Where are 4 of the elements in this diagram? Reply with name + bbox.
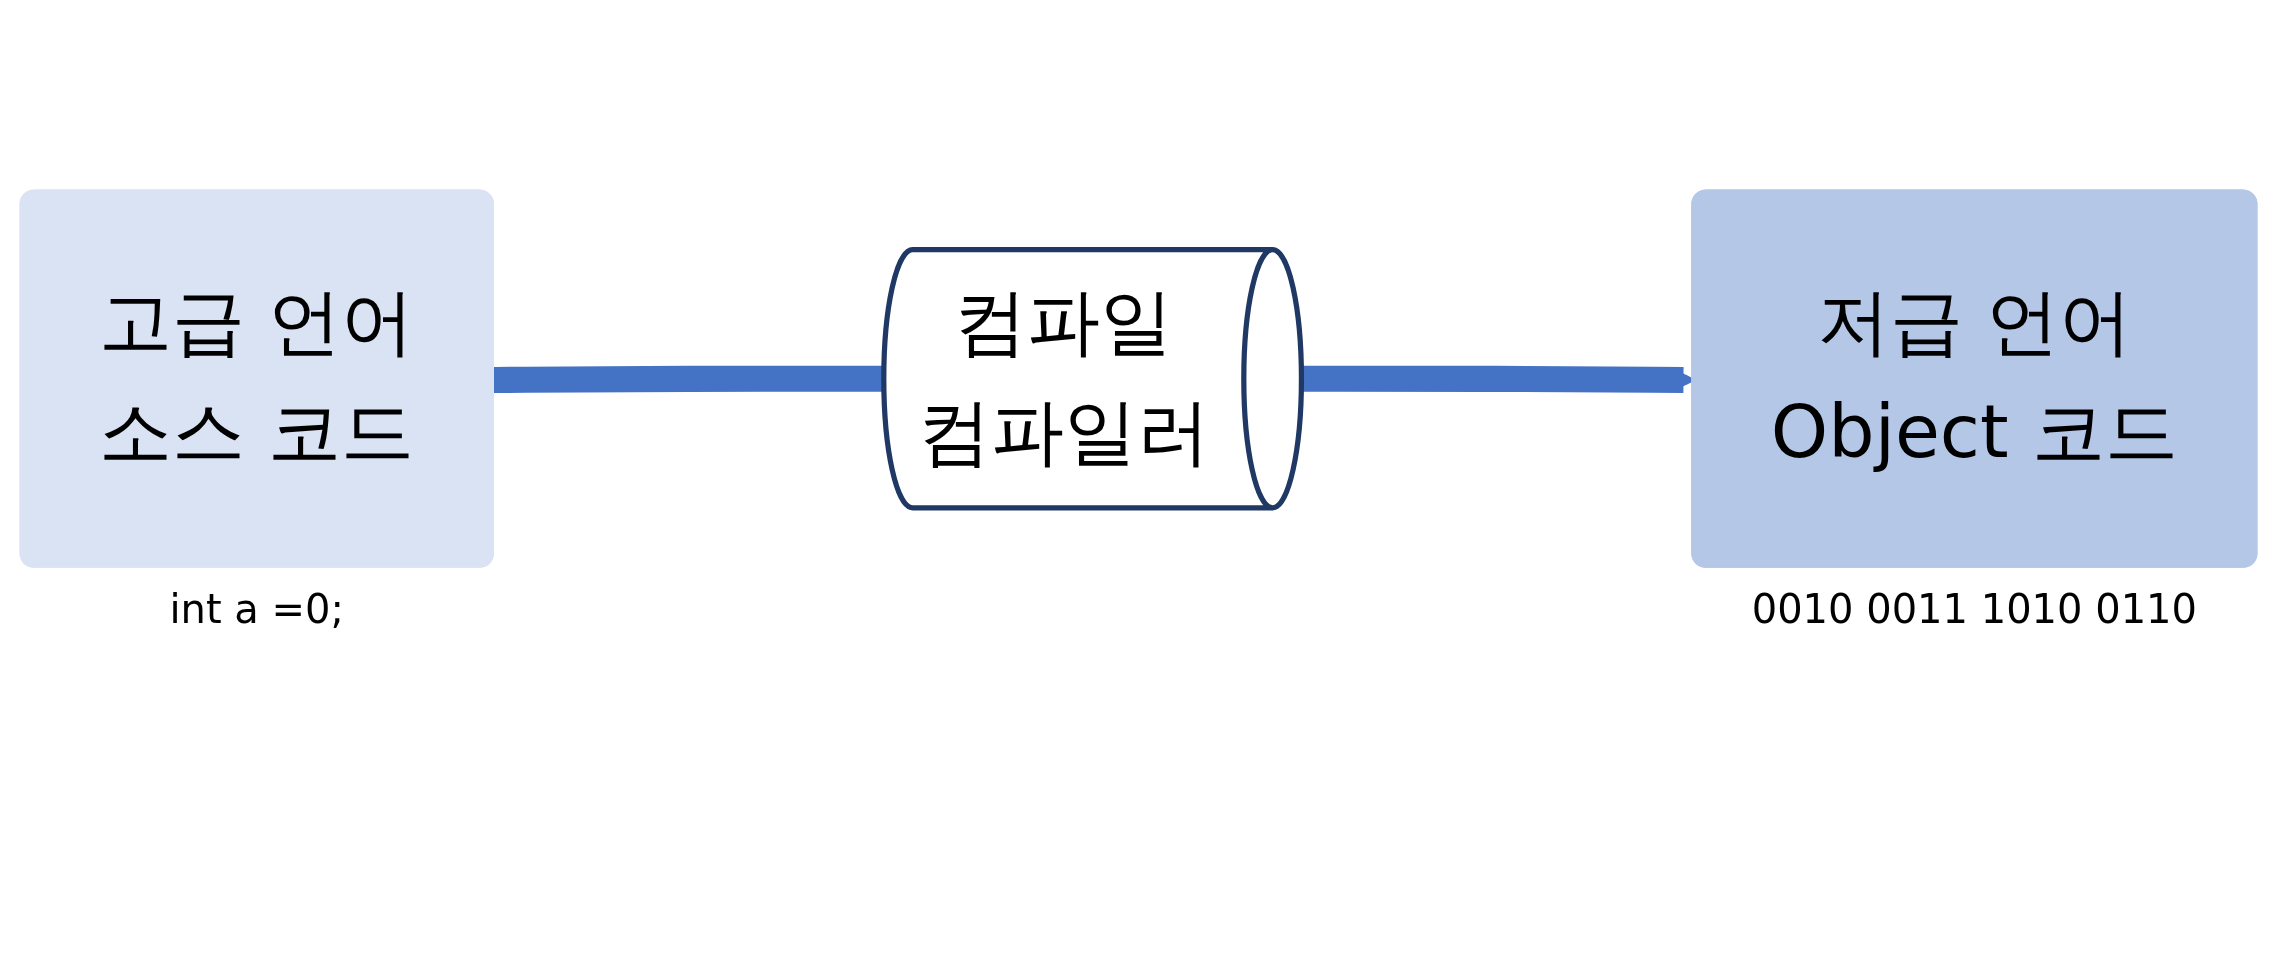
- code-text: 0010 0011 1010 0110: [1751, 586, 2198, 633]
- code-text: int a =0;: [169, 586, 344, 633]
- node-text: 컴파일 컴파일러: [917, 279, 1210, 476]
- connector: [493, 365, 884, 394]
